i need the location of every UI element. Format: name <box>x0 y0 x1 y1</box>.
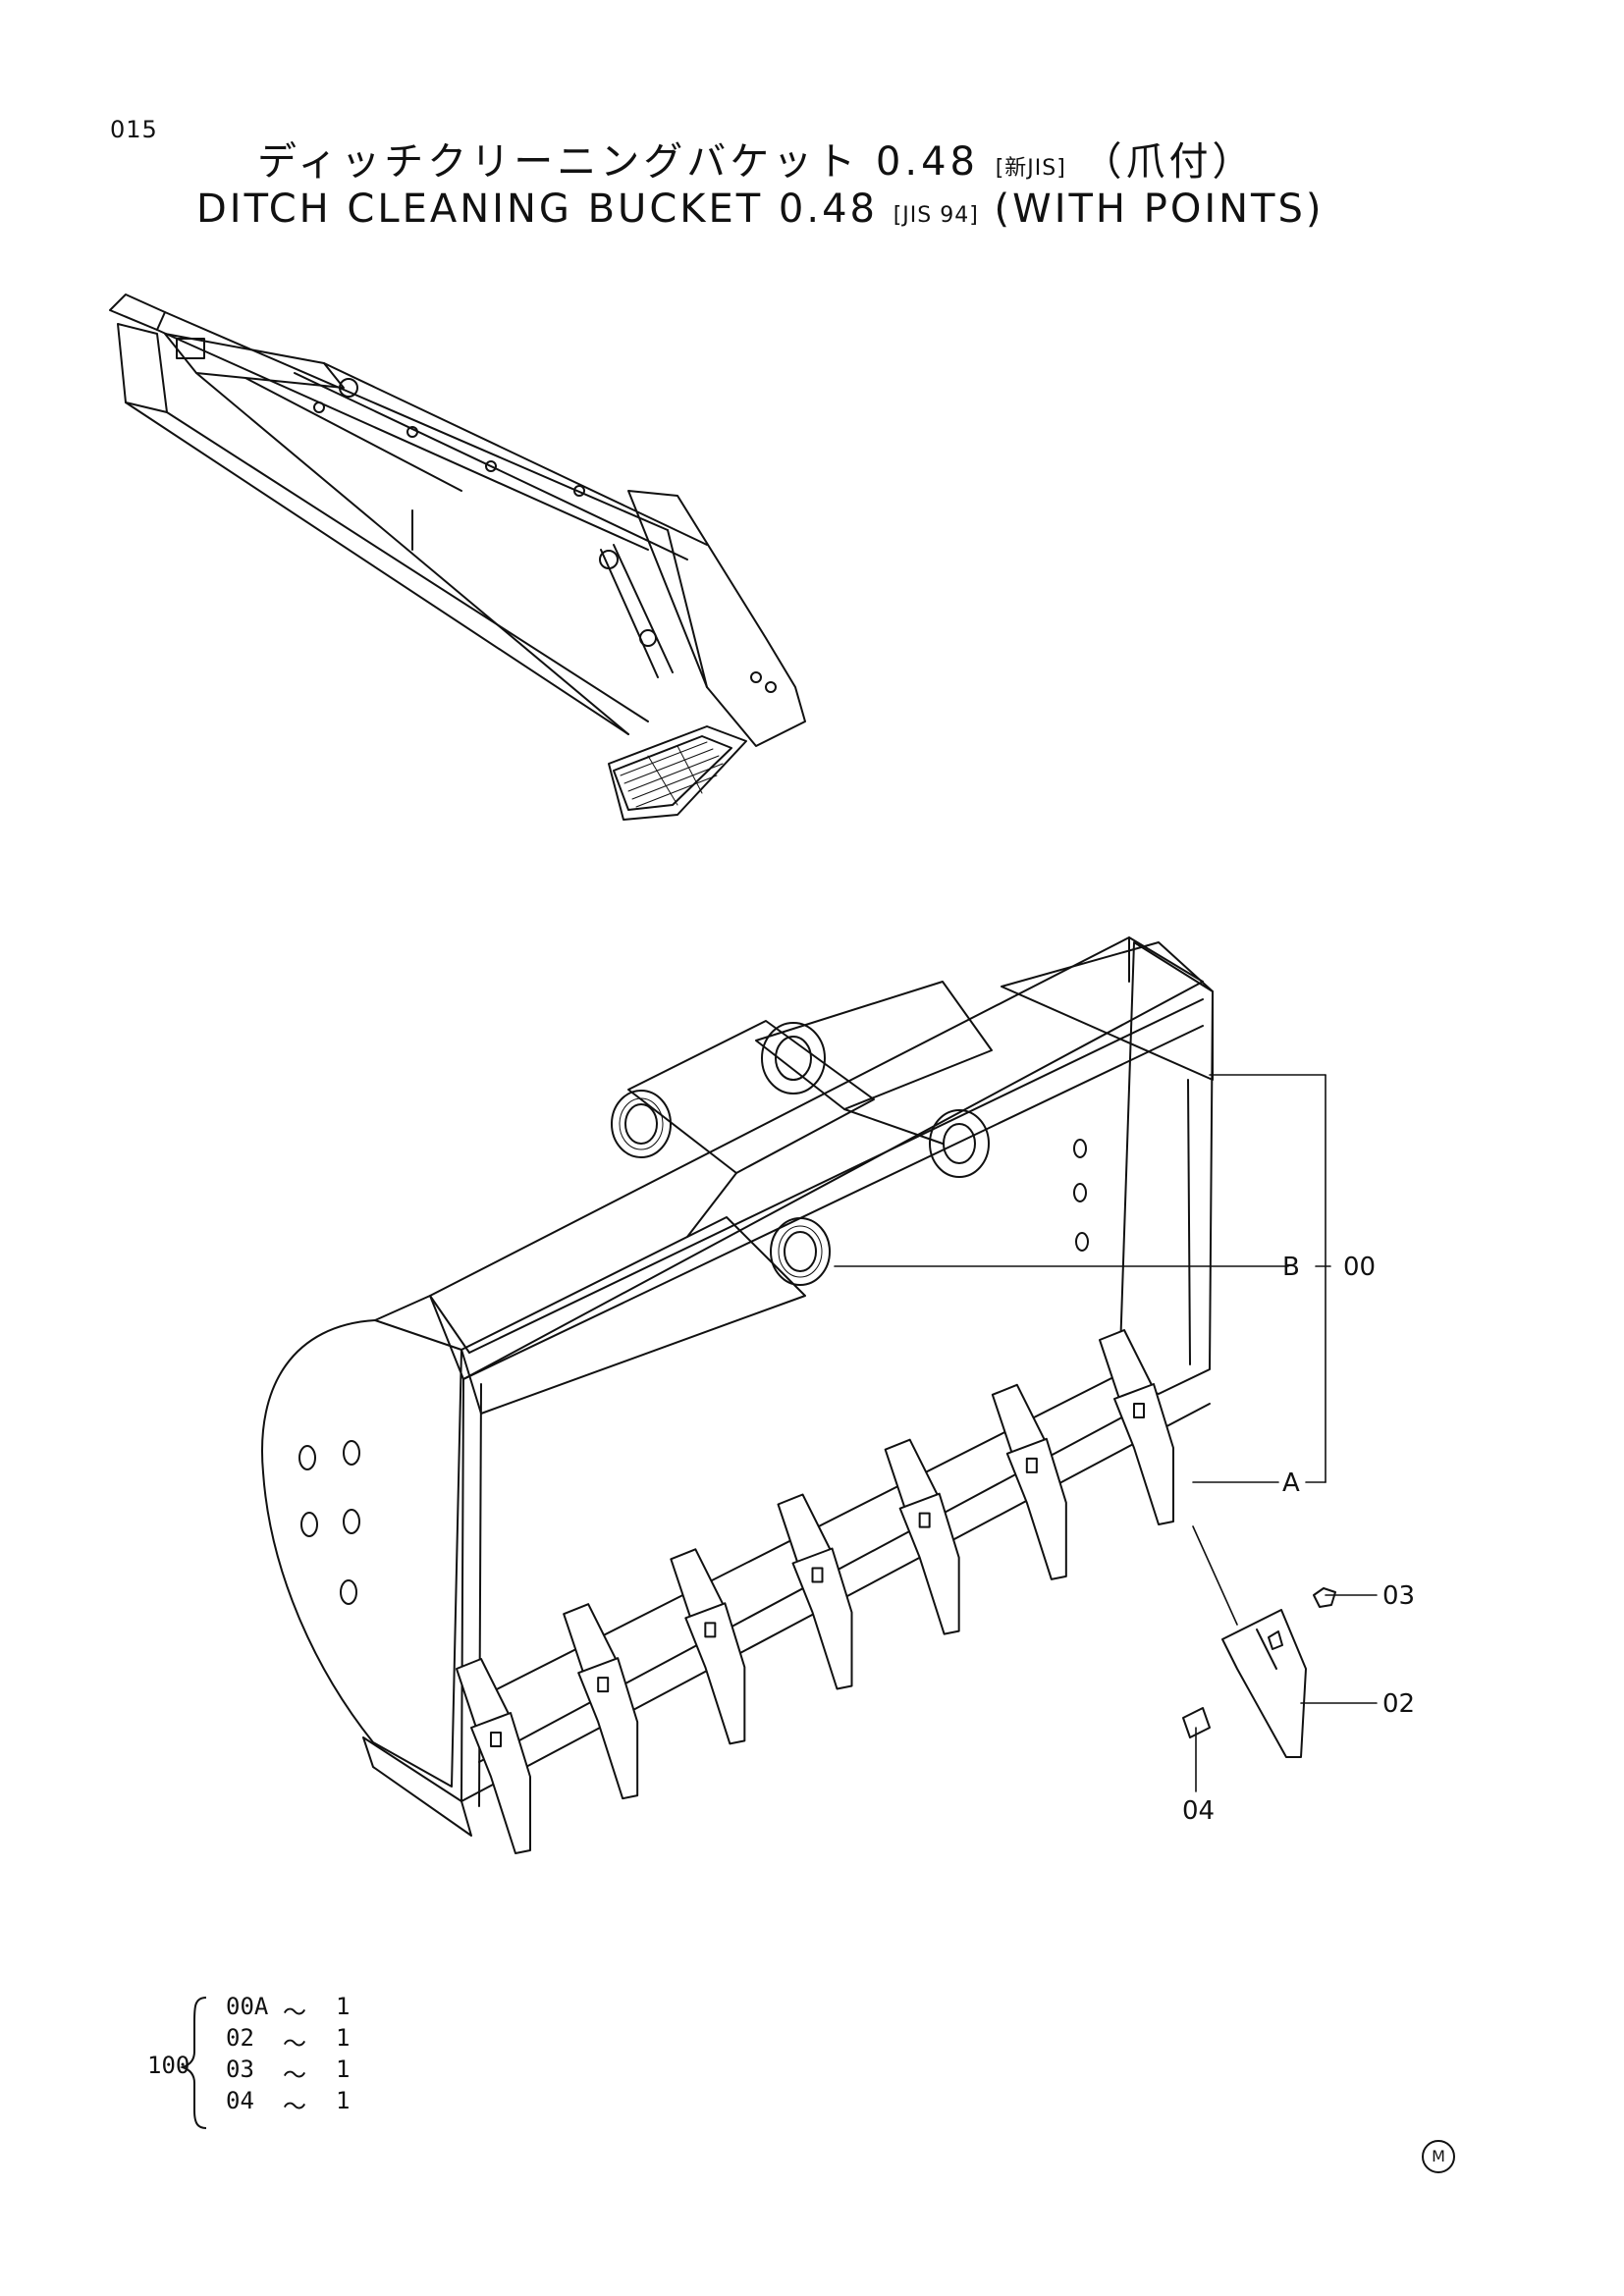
title-jp-suffix: （爪付） <box>1082 139 1256 185</box>
tooth-pin-slot <box>1133 1403 1145 1418</box>
kit-item-qty: 1 <box>336 1993 351 2020</box>
kit-item-part: 04 <box>226 2087 254 2114</box>
kit-item: 00A <box>226 1993 268 2020</box>
kit-item-sep: ～ <box>283 2061 306 2089</box>
kit-item-qty: 1 <box>336 2056 351 2083</box>
title-japanese: ディッチクリーニングバケット 0.48 [新JIS] （爪付） <box>257 130 1256 187</box>
kit-item-sep: ～ <box>283 1999 306 2026</box>
kit-brace <box>179 1997 207 2129</box>
part-00-label: 00 <box>1343 1253 1377 1282</box>
exploded-tooth-point <box>1221 1609 1307 1758</box>
kit-item-sep: ～ <box>283 2030 306 2057</box>
bucket-teeth <box>456 1329 1174 1854</box>
kit-item-part: 02 <box>226 2024 254 2052</box>
kit-item: 02 <box>226 2024 254 2052</box>
tooth-pin-slot <box>1025 1457 1038 1473</box>
kit-item-part: 00A <box>226 1993 269 2020</box>
bucket-body <box>261 936 1214 1837</box>
tooth-pin-slot <box>704 1622 717 1638</box>
bucket-tooth <box>884 1438 960 1635</box>
title-english: DITCH CLEANING BUCKET 0.48 [JIS 94] (WIT… <box>196 187 1324 232</box>
tooth-point <box>1005 1437 1067 1580</box>
bucket-tooth <box>991 1383 1067 1580</box>
callout-leaders <box>834 1074 1378 1792</box>
kit-item: 03 <box>226 2056 254 2083</box>
tooth-point <box>1113 1383 1174 1525</box>
bucket-tooth <box>670 1548 746 1745</box>
tooth-point <box>470 1712 531 1854</box>
kit-item-part: 03 <box>226 2056 254 2083</box>
bucket-tooth <box>777 1493 853 1690</box>
lock-part-04 <box>1182 1707 1211 1738</box>
tooth-point <box>898 1492 960 1635</box>
kit-number: 100 <box>147 2052 190 2079</box>
ref-a-label: A <box>1282 1468 1300 1498</box>
ref-b-label: B <box>1282 1253 1300 1282</box>
tooth-point <box>684 1602 746 1745</box>
tooth-pin-slot <box>811 1567 824 1583</box>
tooth-pin-slot <box>918 1512 931 1528</box>
part-03-label: 03 <box>1382 1581 1416 1611</box>
m-mark: M <box>1422 2140 1455 2173</box>
tooth-point <box>791 1547 853 1690</box>
page-number: 015 <box>110 116 158 143</box>
pin-part-03 <box>1313 1587 1336 1608</box>
title-en-suffix: (WITH POINTS) <box>994 187 1325 232</box>
title-jp-main: ディッチクリーニングバケット 0.48 <box>257 139 979 185</box>
tooth-point <box>577 1657 639 1800</box>
part-04-label: 04 <box>1182 1796 1216 1826</box>
kit-item-qty: 1 <box>336 2087 351 2114</box>
bucket-tooth <box>563 1603 639 1800</box>
title-en-standard: [JIS 94] <box>893 203 979 228</box>
kit-item: 04 <box>226 2087 254 2114</box>
bucket-tooth <box>1099 1329 1174 1525</box>
tooth-pin-slot <box>490 1732 502 1747</box>
title-en-main: DITCH CLEANING BUCKET 0.48 <box>196 187 878 232</box>
kit-item-sep: ～ <box>283 2093 306 2120</box>
part-02-label: 02 <box>1382 1689 1416 1719</box>
kit-item-qty: 1 <box>336 2024 351 2052</box>
bucket-tooth <box>456 1658 531 1854</box>
title-jp-standard: [新JIS] <box>995 156 1066 181</box>
tooth-pin-slot <box>597 1677 610 1693</box>
excavator-arm-overview <box>109 294 806 821</box>
